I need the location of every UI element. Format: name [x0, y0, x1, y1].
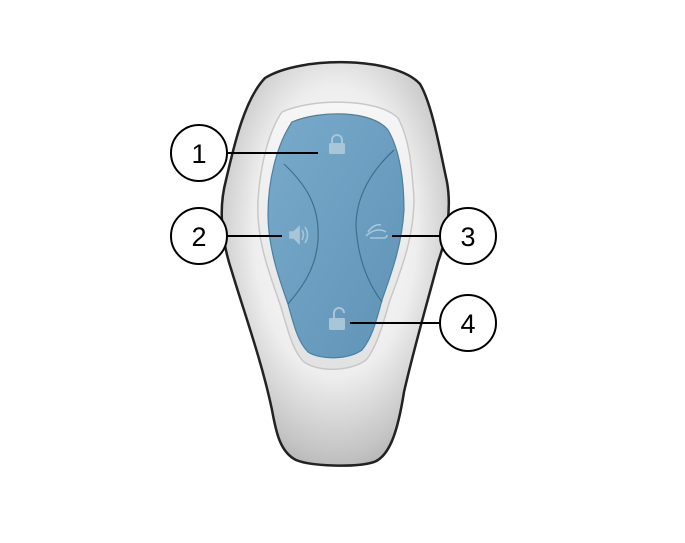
callout-3: 3: [439, 207, 497, 265]
horn-button[interactable]: [289, 225, 309, 245]
callout-4: 4: [439, 294, 497, 352]
callout-2: 2: [170, 207, 228, 265]
button-panel: [267, 113, 405, 359]
callout-number: 1: [191, 139, 206, 169]
callout-number: 4: [460, 309, 475, 339]
lock-button[interactable]: [329, 134, 345, 154]
horn-icon: [289, 225, 309, 245]
segment-line-top-right: [355, 149, 395, 227]
segment-line-bottom-right: [355, 225, 383, 303]
lock-icon: [329, 134, 345, 154]
callout-1: 1: [170, 124, 228, 182]
callout-number: 2: [191, 222, 206, 252]
trunk-button[interactable]: [365, 223, 388, 239]
segment-line-bottom-left: [287, 239, 319, 305]
unlock-button[interactable]: [329, 307, 345, 330]
trunk-icon: [365, 223, 388, 239]
segment-line-top-left: [283, 163, 319, 241]
unlock-icon: [329, 307, 345, 330]
callout-number: 3: [460, 222, 475, 252]
